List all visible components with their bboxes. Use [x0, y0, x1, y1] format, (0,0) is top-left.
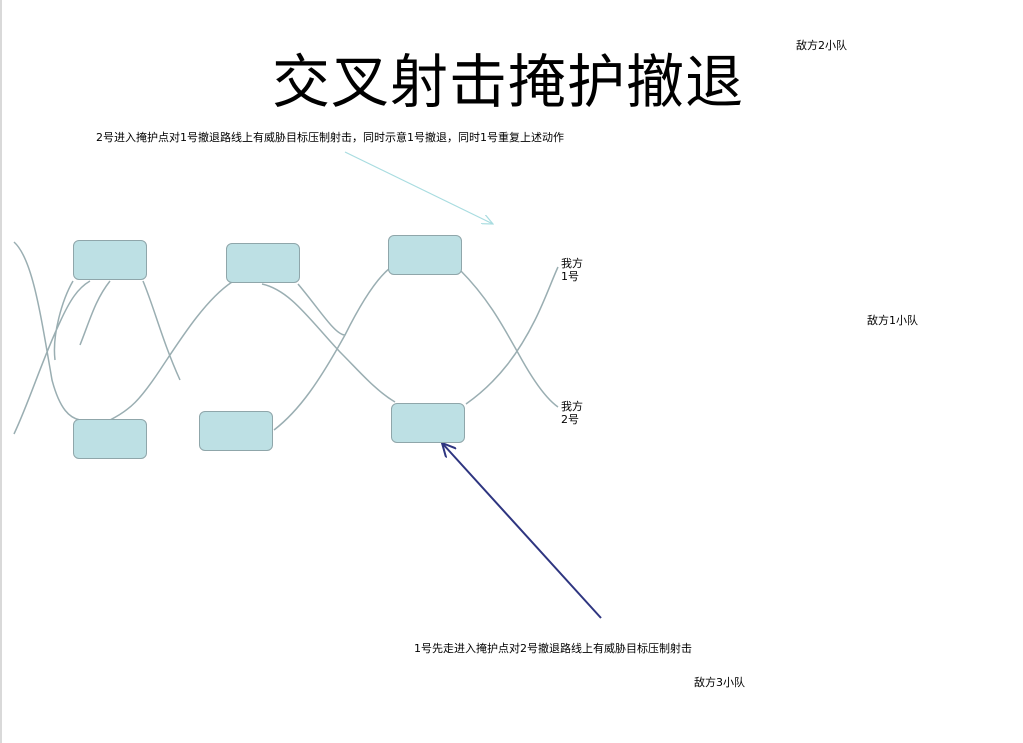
enemy-squad-1-label: 敌方1小队 [867, 314, 918, 327]
route-path-1 [13, 241, 559, 431]
friendly-1-label: 我方 1号 [561, 257, 583, 283]
cover-point-box [391, 403, 465, 443]
cover-point-box [73, 419, 147, 459]
route-path-2 [13, 280, 91, 435]
enemy-squad-3-label: 敌方3小队 [694, 676, 745, 689]
friendly-1-label-line1: 我方 [561, 257, 583, 270]
top-annotation-arrow [344, 151, 493, 224]
bottom-annotation-arrow [442, 443, 602, 619]
cover-point-box [388, 235, 462, 275]
friendly-2-label-line1: 我方 [561, 400, 583, 413]
cover-point-box [199, 411, 273, 451]
cover-point-box [226, 243, 300, 283]
cover-point-box [73, 240, 147, 280]
bottom-annotation: 1号先走进入掩护点对2号撤退路线上有威胁目标压制射击 [414, 642, 692, 655]
diagram-title: 交叉射击掩护撤退 [272, 48, 745, 116]
top-annotation: 2号进入掩护点对1号撤退路线上有威胁目标压制射击，同时示意1号撤退，同时1号重复… [96, 131, 564, 144]
page-edge [0, 0, 2, 743]
friendly-2-label: 我方 2号 [561, 400, 583, 426]
friendly-2-label-line2: 2号 [561, 413, 579, 426]
enemy-squad-2-label: 敌方2小队 [796, 39, 847, 52]
friendly-1-label-line2: 1号 [561, 270, 579, 283]
